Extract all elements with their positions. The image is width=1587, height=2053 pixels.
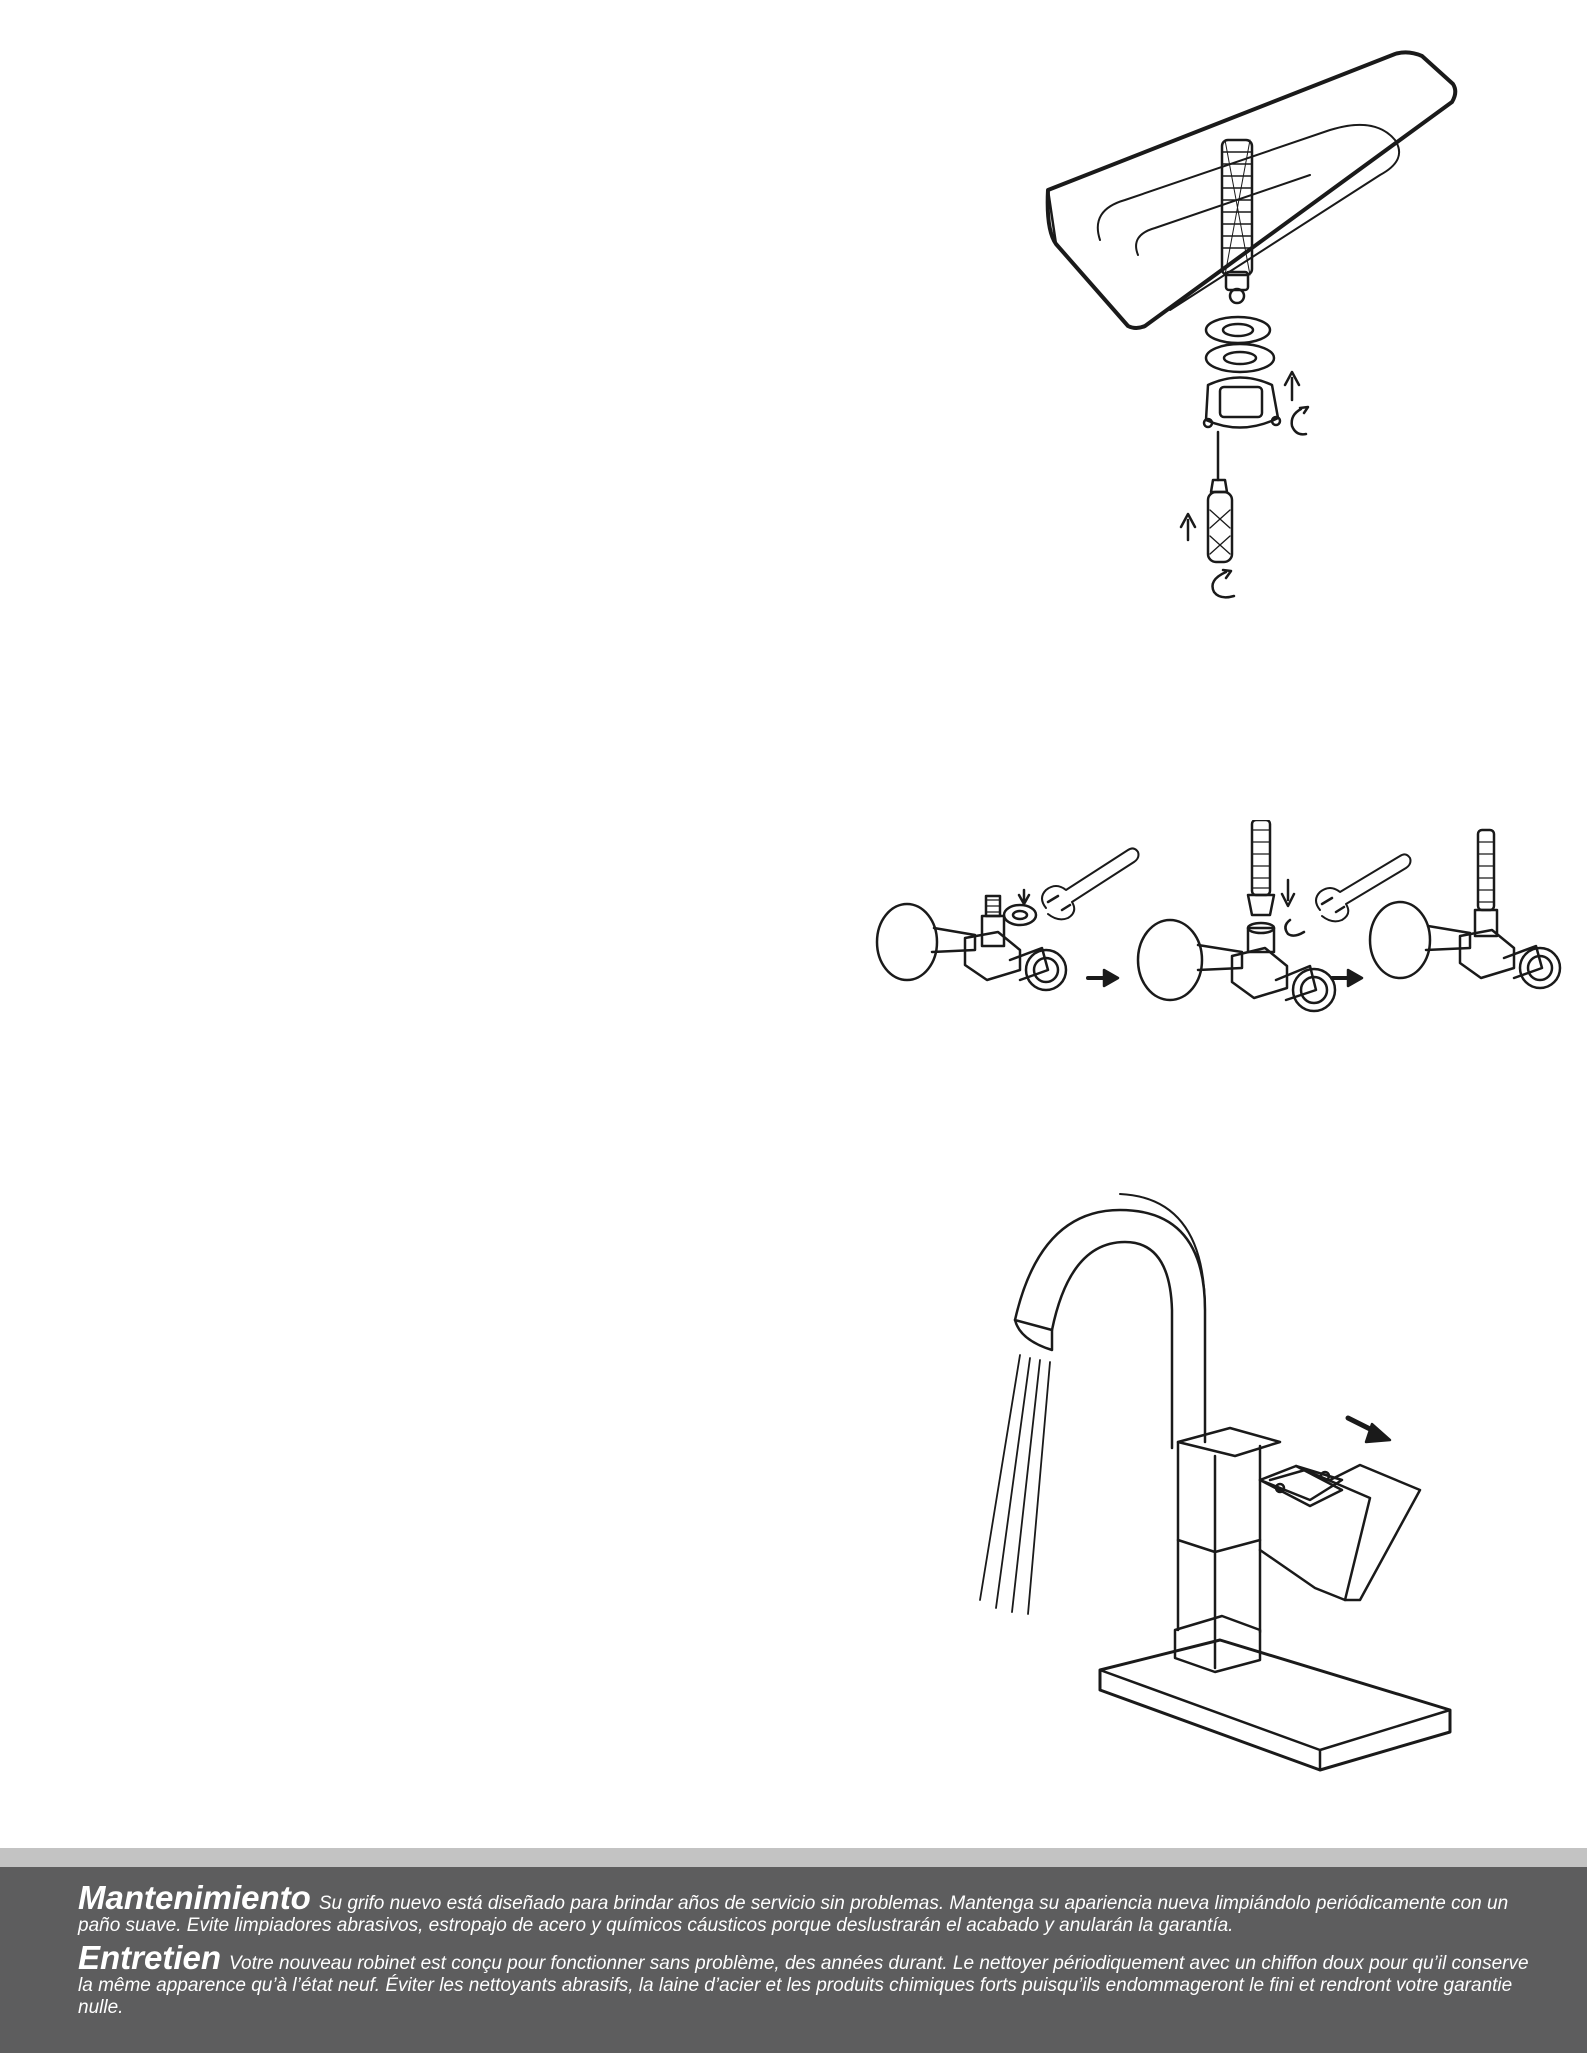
- countertop-slab: [1045, 50, 1458, 330]
- shutoff-valve-1: [875, 888, 1068, 992]
- maintenance-body-french: Votre nouveau robinet est conçu pour fon…: [78, 1953, 1529, 2018]
- screwdriver: [1206, 430, 1234, 564]
- faucet-spout: [1013, 1193, 1207, 1450]
- step-arrow-2: [1330, 968, 1364, 988]
- wrench-1: [1041, 847, 1140, 921]
- maintenance-title-spanish: Mantenimiento: [78, 1879, 311, 1916]
- step-arrow-1: [1086, 968, 1120, 988]
- braided-hose: [1220, 138, 1254, 305]
- faucet-handle: [1258, 1463, 1422, 1602]
- supply-line-illustration: [870, 820, 1570, 1070]
- supply-hose-2: [1246, 820, 1306, 937]
- water-stream: [979, 1354, 1051, 1615]
- washer-stack: [1202, 315, 1282, 429]
- shutoff-valve-2: [1136, 918, 1337, 1013]
- maintenance-body-spanish: Su grifo nuevo está diseñado para brinda…: [78, 1893, 1509, 1936]
- mounting-illustration: [1030, 40, 1550, 600]
- rotate-arrow: [1211, 568, 1236, 599]
- shutoff-valve-3: [1368, 900, 1562, 990]
- maintenance-title-french: Entretien: [78, 1939, 222, 1976]
- faucet-illustration: [960, 1180, 1480, 1830]
- faucet-body: [1173, 1426, 1282, 1674]
- up-arrow-1: [1283, 370, 1310, 436]
- footer-band: [0, 1848, 1587, 1867]
- supply-hose-3: [1476, 828, 1496, 912]
- up-arrow-2: [1179, 512, 1197, 542]
- wrench-2: [1315, 853, 1412, 923]
- rotate-direction-arrow: [1345, 1415, 1392, 1444]
- faucet-base-plate: [1098, 1638, 1452, 1772]
